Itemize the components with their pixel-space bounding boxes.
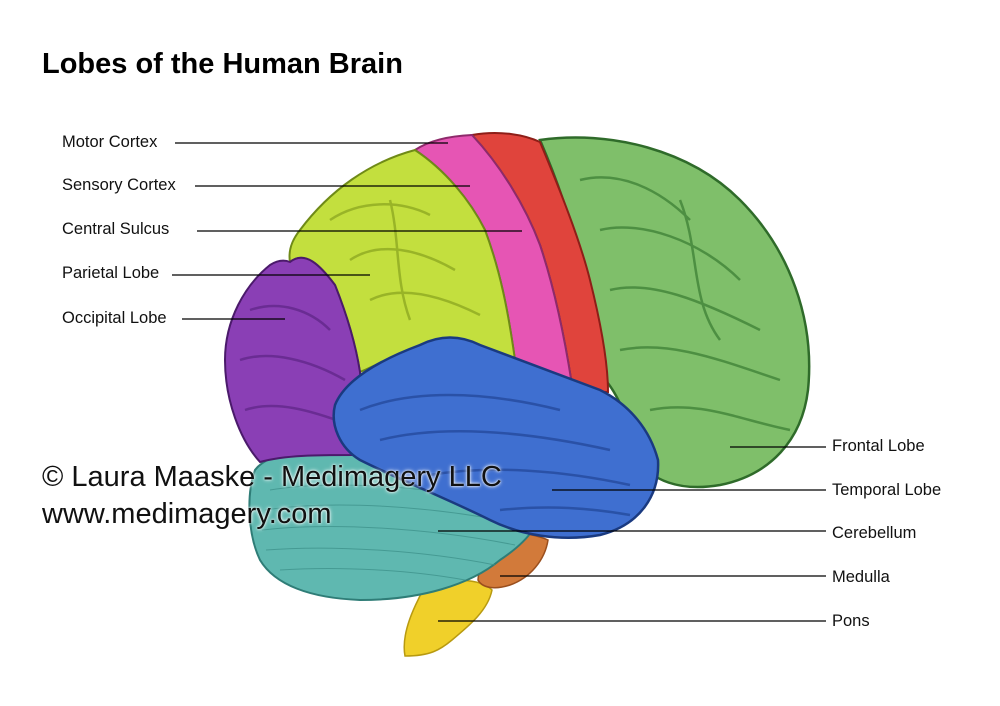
pons-region <box>403 579 493 657</box>
label-temporal-lobe: Temporal Lobe <box>832 481 942 499</box>
leader-lines <box>172 142 826 622</box>
label-occipital-lobe: Occipital Lobe <box>62 309 167 327</box>
label-pons: Pons <box>832 612 870 630</box>
watermark-url: www.medimagery.com <box>42 498 332 530</box>
label-medulla: Medulla <box>832 568 890 586</box>
label-cerebellum: Cerebellum <box>832 524 917 542</box>
temporal-lobe-region <box>332 336 660 539</box>
label-frontal-lobe: Frontal Lobe <box>832 437 925 455</box>
parietal-gyri <box>329 199 481 321</box>
frontal-gyri <box>579 176 791 432</box>
label-sensory-cortex: Sensory Cortex <box>62 176 176 194</box>
label-central-sulcus: Central Sulcus <box>62 220 170 238</box>
watermark-copyright: © Laura Maaske - Medimagery LLC <box>42 461 502 493</box>
diagram-title: Lobes of the Human Brain <box>42 48 403 80</box>
label-parietal-lobe: Parietal Lobe <box>62 264 160 282</box>
temporal-gyri <box>359 393 631 517</box>
label-motor-cortex: Motor Cortex <box>62 133 158 151</box>
